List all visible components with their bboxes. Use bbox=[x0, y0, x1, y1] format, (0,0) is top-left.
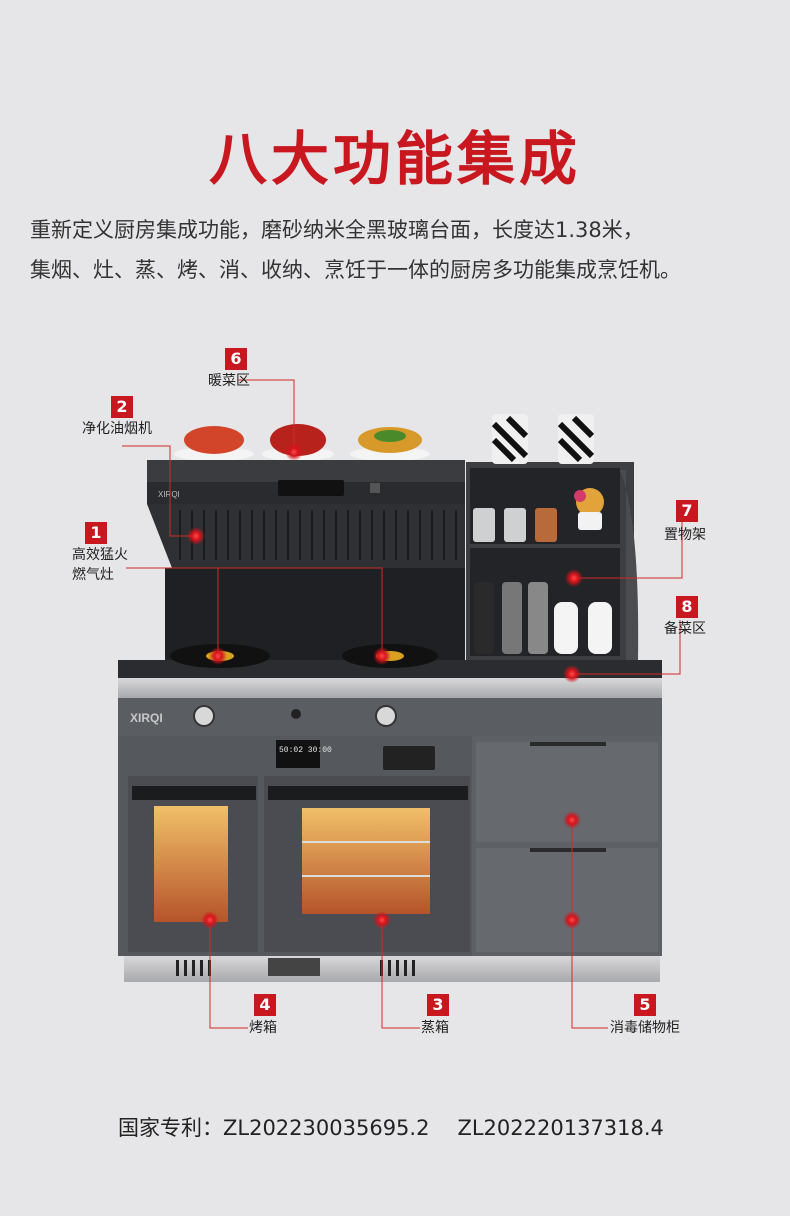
warming-top bbox=[147, 460, 465, 482]
hood-button bbox=[370, 483, 380, 493]
patent-number-1: ZL202230035695.2 bbox=[223, 1116, 430, 1140]
knob-right bbox=[375, 705, 397, 727]
oven-window bbox=[154, 806, 228, 922]
steamer-panel bbox=[383, 746, 435, 770]
callout-label-stove-2: 燃气灶 bbox=[72, 567, 114, 583]
water-tank bbox=[268, 958, 320, 976]
callout-lines bbox=[122, 379, 683, 1029]
base-plinth bbox=[124, 956, 660, 982]
callout-label-hood: 净化油烟机 bbox=[82, 421, 152, 437]
display-time: 50:02 30:00 bbox=[279, 746, 332, 755]
steamer-window bbox=[302, 808, 430, 914]
callout-label-oven: 烤箱 bbox=[249, 1020, 277, 1036]
bottles bbox=[474, 582, 612, 654]
description-line-2: 集烟、灶、蒸、烤、消、收纳、烹饪于一体的厨房多功能集成烹饪机。 bbox=[30, 258, 681, 282]
callout-badge-1: 1 bbox=[85, 522, 107, 544]
callout-label-prep: 备菜区 bbox=[664, 621, 706, 637]
flower-pot bbox=[574, 488, 604, 530]
counter-edge bbox=[118, 678, 662, 698]
callout-badge-5: 5 bbox=[634, 994, 656, 1016]
hood-brand: XIRQI bbox=[158, 490, 180, 499]
callout-badge-6: 6 bbox=[225, 348, 247, 370]
oven-handle bbox=[132, 786, 256, 800]
callout-badge-2: 2 bbox=[111, 396, 133, 418]
spice-jars bbox=[473, 508, 557, 542]
callout-badge-7: 7 bbox=[676, 500, 698, 522]
panel-brand: XIRQI bbox=[130, 711, 163, 725]
callout-label-shelf: 置物架 bbox=[664, 527, 706, 543]
ignition-button bbox=[291, 709, 301, 719]
range-hood bbox=[147, 504, 465, 568]
callout-label-warming: 暖菜区 bbox=[208, 373, 250, 389]
callout-badge-4: 4 bbox=[254, 994, 276, 1016]
callout-label-steamer: 蒸箱 bbox=[421, 1020, 449, 1036]
callout-badge-8: 8 bbox=[676, 596, 698, 618]
knob-left bbox=[193, 705, 215, 727]
canisters bbox=[491, 414, 595, 464]
callout-label-stove-1: 高效猛火 bbox=[72, 547, 128, 563]
patent-info: 国家专利：ZL202230035695.2 ZL202220137318.4 bbox=[118, 1112, 664, 1142]
hood-display bbox=[278, 480, 344, 496]
callout-badge-3: 3 bbox=[427, 994, 449, 1016]
oven-display bbox=[276, 740, 320, 768]
page-title: 八大功能集成 bbox=[208, 125, 581, 193]
callout-dots bbox=[187, 443, 583, 929]
patent-label: 国家专利： bbox=[118, 1116, 223, 1140]
steamer-handle bbox=[268, 786, 468, 800]
drawer-lower bbox=[476, 848, 658, 952]
description-line-1: 重新定义厨房集成功能，磨砂纳米全黑玻璃台面，长度达1.38米， bbox=[30, 218, 644, 242]
callout-label-cabinet: 消毒储物柜 bbox=[610, 1020, 680, 1036]
patent-number-2: ZL202220137318.4 bbox=[457, 1116, 664, 1140]
